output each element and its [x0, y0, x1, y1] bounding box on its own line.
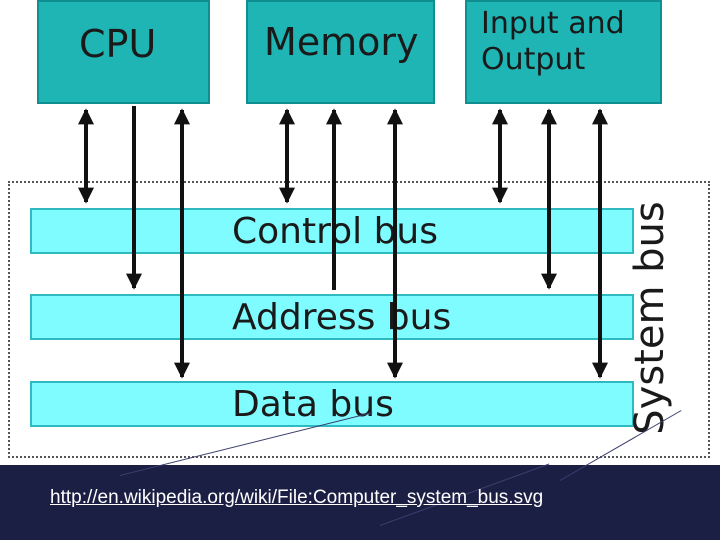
input-output-box: Input and Output — [465, 0, 662, 104]
address-bus-label: Address bus — [232, 297, 452, 338]
cpu-label: CPU — [79, 22, 157, 66]
data-bus-label: Data bus — [232, 384, 394, 425]
system-bus-diagram: CPU Memory Input and Output Control bus … — [8, 0, 710, 458]
bus-arrows — [78, 106, 608, 379]
source-link[interactable]: http://en.wikipedia.org/wiki/File:Comput… — [50, 487, 544, 508]
data-bus: Data bus — [30, 381, 634, 427]
input-output-label: Input and Output — [481, 6, 625, 77]
address-bus: Address bus — [30, 294, 634, 340]
memory-label: Memory — [264, 20, 419, 64]
system-bus-boundary — [8, 181, 710, 458]
cpu-box: CPU — [37, 0, 210, 104]
footer-band: http://en.wikipedia.org/wiki/File:Comput… — [0, 410, 720, 540]
memory-box: Memory — [246, 0, 435, 104]
